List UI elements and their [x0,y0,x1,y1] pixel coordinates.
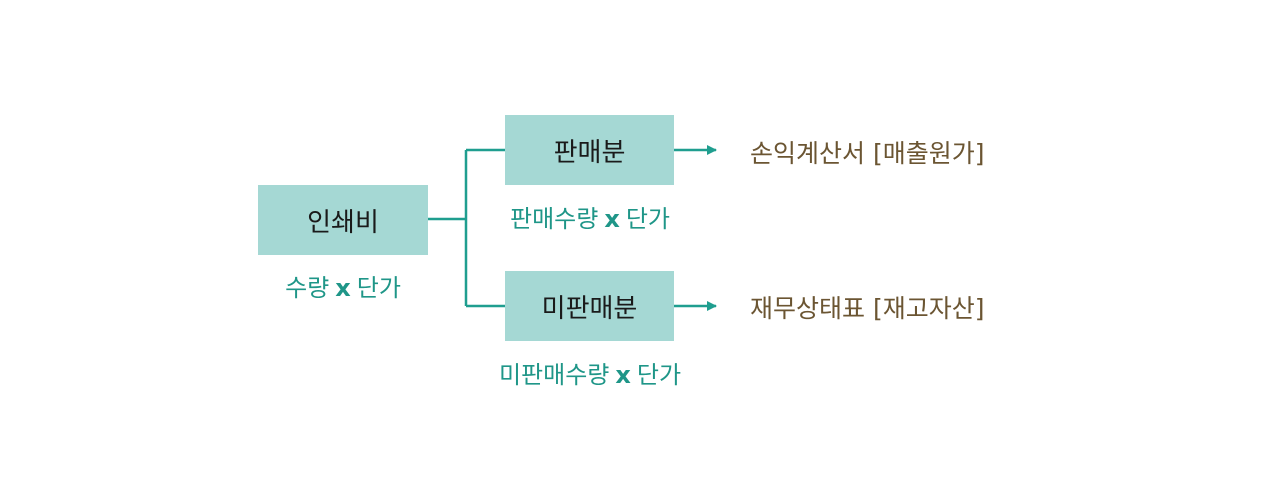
sold-formula-operator: x [604,205,620,233]
sold-formula-price: 단가 [625,205,670,233]
unsold-destination: 재무상태표 [재고자산] [750,294,985,323]
unsold-label: 미판매분 [541,293,638,324]
root-formula-quantity: 수량 [285,274,330,302]
unsold-formula-operator: x [615,361,631,389]
root-formula-operator: x [335,274,351,302]
unsold-box: 미판매분 [505,271,674,341]
sold-destination: 손익계산서 [매출원가] [750,139,985,168]
root-box: 인쇄비 [258,185,428,255]
unsold-formula-price: 단가 [636,361,682,389]
root-label: 인쇄비 [307,207,379,238]
root-formula-price: 단가 [356,274,401,302]
sold-box: 판매분 [505,115,674,185]
sold-formula-quantity: 판매수량 [510,205,599,233]
sold-label: 판매분 [553,137,626,168]
unsold-formula-quantity: 미판매수량 [498,361,610,389]
